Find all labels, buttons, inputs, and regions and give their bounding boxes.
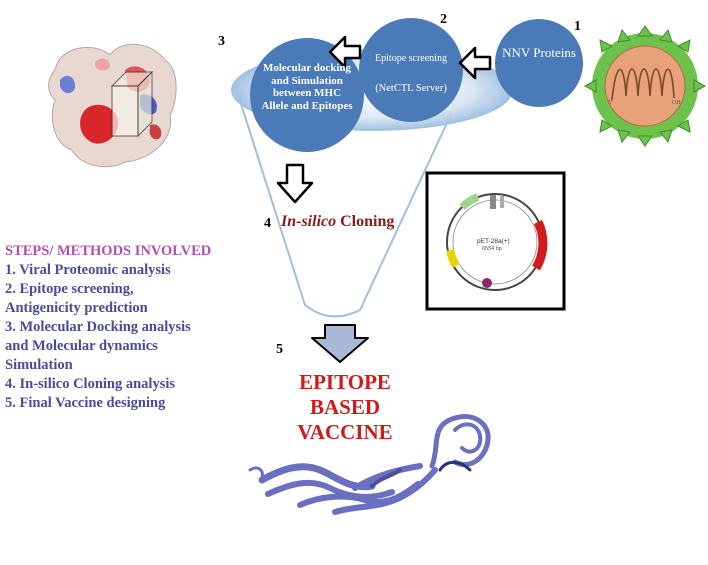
- plasmid-name: pET-28a(+): [477, 238, 510, 245]
- arrow-down-cloning: [276, 163, 314, 204]
- netctl-server-label: (NetCTL Server): [375, 83, 447, 94]
- step-number-5: 5: [276, 342, 283, 357]
- cloning-label: In-silico Cloning: [281, 213, 394, 231]
- vaccine-ribbon-structure: [248, 414, 491, 515]
- step-number-1: 1: [574, 19, 581, 34]
- arrow-epitope-to-docking: [328, 35, 362, 69]
- svg-text:OH: OH: [672, 100, 681, 106]
- methods-item: and Molecular dynamics: [5, 338, 158, 354]
- plasmid-map: [425, 171, 566, 311]
- vaccine-line-2: VACCINE: [297, 420, 393, 444]
- arrow-nnv-to-epitope: [458, 46, 492, 80]
- circle-docking: [250, 38, 364, 152]
- arrow-down-vaccine: [311, 324, 369, 363]
- funnel-outline: [234, 84, 461, 318]
- virus-illustration: 5' OH: [583, 25, 707, 147]
- methods-item: 3. Molecular Docking analysis: [5, 319, 191, 335]
- methods-item: Antigenicity prediction: [5, 300, 148, 316]
- nnv-proteins-label: NNV Proteins: [502, 45, 576, 60]
- docking-simulation-label: Molecular docking and Simulation between…: [261, 62, 353, 112]
- vaccine-line-1: EPITOPE BASED: [299, 370, 391, 419]
- step-number-2: 2: [440, 12, 447, 27]
- methods-list: STEPS/ METHODS INVOLVED 1. Viral Proteom…: [5, 242, 285, 413]
- circle-epitope: [359, 18, 463, 122]
- methods-item: Simulation: [5, 357, 73, 373]
- methods-heading: STEPS/ METHODS INVOLVED: [5, 243, 212, 259]
- svg-text:5': 5': [608, 100, 612, 106]
- cloning-rest: Cloning: [336, 213, 395, 230]
- epitope-vaccine-title: EPITOPE BASED VACCINE: [265, 370, 425, 445]
- cloning-italic: In-silico: [281, 213, 337, 230]
- protein-surface-model: [48, 43, 177, 168]
- methods-item: 5. Final Vaccine designing: [5, 395, 166, 411]
- methods-item: 2. Epitope screening,: [5, 281, 134, 297]
- circle-nnv: [495, 19, 583, 107]
- methods-item: 1. Viral Proteomic analysis: [5, 262, 171, 278]
- plasmid-size: 6554 bp: [482, 246, 502, 252]
- epitope-screening-label: Epitope screening: [375, 53, 447, 64]
- step-number-3: 3: [218, 34, 225, 49]
- methods-item: 4. In-silico Cloning analysis: [5, 376, 176, 392]
- step-number-4: 4: [264, 216, 271, 231]
